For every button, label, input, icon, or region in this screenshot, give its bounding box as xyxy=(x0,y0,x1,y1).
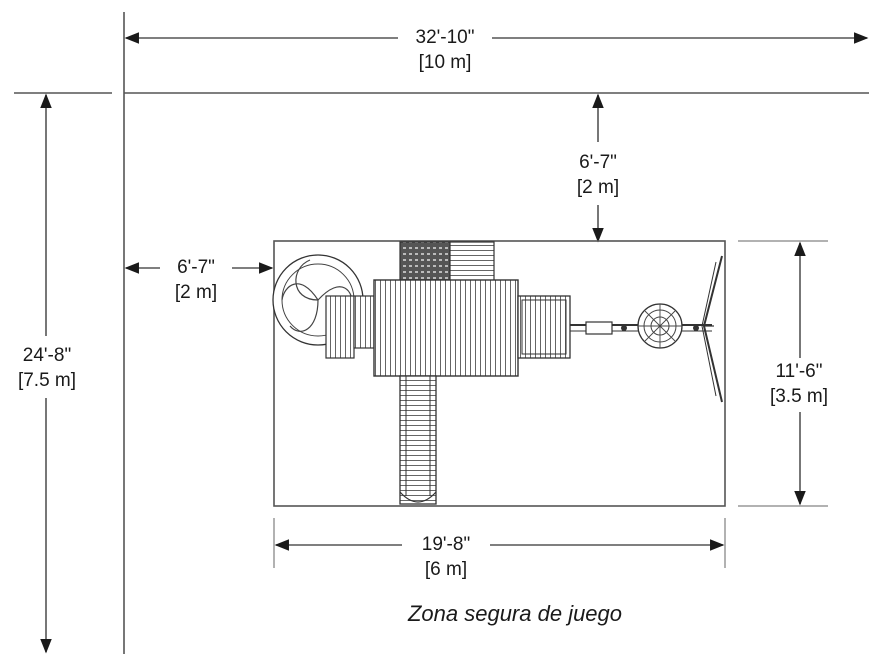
climbing-wall xyxy=(399,241,451,283)
equipment-depth-dimension: 11'-6" [3.5 m] xyxy=(738,240,828,507)
overall-width-dimension: 32'-10" [10 m] xyxy=(124,27,869,73)
a-frame-legs xyxy=(701,255,723,403)
spiral-slide xyxy=(272,254,364,359)
side-tower xyxy=(517,295,571,359)
top-clearance-dimension: 6'-7" [2 m] xyxy=(577,93,619,243)
left-clearance-metric: [2 m] xyxy=(175,282,217,303)
equipment-width-metric: [6 m] xyxy=(425,559,467,580)
top-clearance-imperial: 6'-7" xyxy=(579,152,617,173)
deck-side-panel xyxy=(353,295,375,349)
overall-depth-metric: [7.5 m] xyxy=(18,370,76,391)
equipment-depth-metric: [3.5 m] xyxy=(770,386,828,407)
equipment-width-imperial: 19'-8" xyxy=(422,534,470,555)
overall-depth-dimension: 24'-8" [7.5 m] xyxy=(18,93,76,654)
equipment-width-dimension: 19'-8" [6 m] xyxy=(273,518,726,580)
ladder xyxy=(449,241,495,283)
straight-slide xyxy=(399,375,437,505)
safe-zone-boundary xyxy=(14,12,869,654)
diagram-caption: Zona segura de juego xyxy=(407,601,622,626)
overall-depth-imperial: 24'-8" xyxy=(23,345,71,366)
left-clearance-imperial: 6'-7" xyxy=(177,257,215,278)
overall-width-metric: [10 m] xyxy=(419,52,472,73)
equipment-footprint xyxy=(273,240,726,507)
equipment-depth-imperial: 11'-6" xyxy=(776,361,823,382)
playset-illustration xyxy=(272,241,723,505)
left-clearance-dimension: 6'-7" [2 m] xyxy=(124,257,274,303)
tire-swing xyxy=(637,303,683,349)
overall-width-imperial: 32'-10" xyxy=(416,27,475,48)
top-clearance-metric: [2 m] xyxy=(577,177,619,198)
main-deck xyxy=(373,279,519,377)
